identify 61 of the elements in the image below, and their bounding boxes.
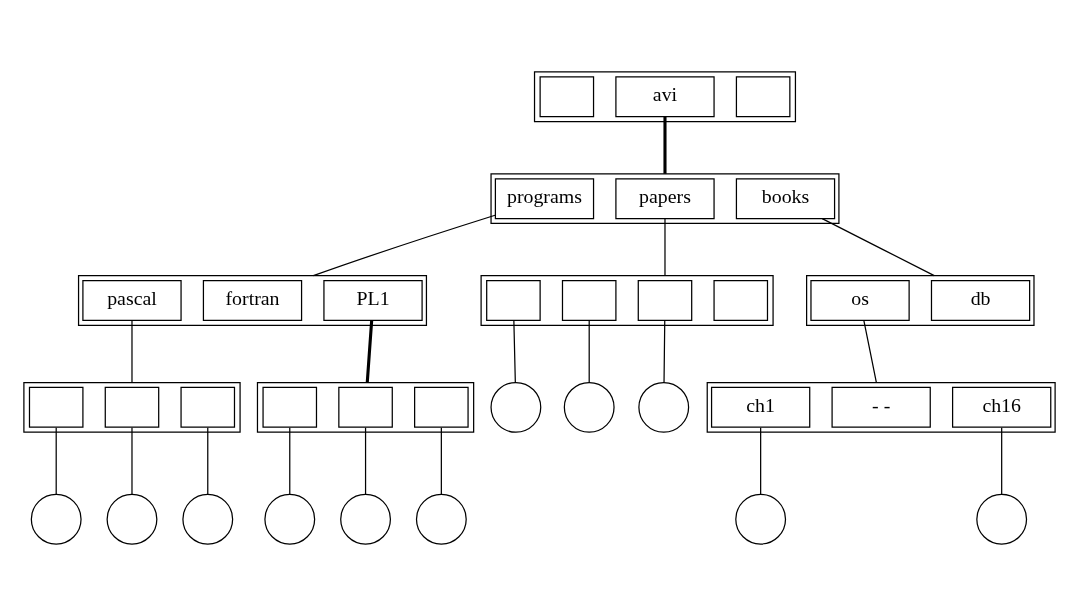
connector [289,427,291,495]
connector [863,319,877,384]
connector [312,214,496,277]
node-circle [638,381,690,433]
node-circle [735,493,787,545]
cluster [256,381,475,433]
connector [365,320,374,383]
connector [663,319,666,384]
node-box [180,386,236,428]
node-box: ch16 [952,386,1052,428]
node-box [539,76,595,118]
node-box: os [810,280,910,321]
node-circle [30,493,82,545]
connector [131,319,133,384]
node-circle [976,493,1028,545]
node-circle [106,493,158,545]
node-box [414,386,469,428]
connector [440,427,442,495]
node-box: - - [831,386,931,428]
node-box: PL1 [323,280,423,321]
node-circle [264,493,316,545]
cluster [480,275,774,326]
cluster [706,381,1056,433]
cluster [23,381,241,433]
node-circle [490,381,542,433]
node-box [713,280,769,321]
node-box [28,386,84,428]
connector [513,319,516,384]
connector [588,319,590,384]
connector [1001,427,1003,495]
node-box: avi [615,76,715,118]
node-box [338,386,393,428]
connector [760,427,762,495]
node-box: ch1 [710,386,811,428]
connector [663,116,667,174]
node-box: pascal [82,280,182,321]
node-box [735,76,791,118]
cluster [490,173,840,225]
cluster [77,275,428,326]
node-circle [340,493,392,545]
connector [821,217,935,277]
connector [364,427,367,495]
node-circle [182,493,234,545]
node-box: books [735,178,836,220]
node-box: programs [494,178,595,220]
connector [664,217,666,277]
node-box [104,386,160,428]
node-box [262,386,318,428]
node-circle [415,493,467,545]
node-box [561,280,617,321]
connector [55,427,57,495]
node-box: papers [615,178,715,220]
cluster [806,275,1035,326]
cluster [533,71,797,123]
node-circle [563,381,615,433]
connector [207,427,209,495]
connector [131,427,133,495]
node-box [637,280,693,321]
node-box: db [930,280,1031,321]
node-box [486,280,541,321]
node-box: fortran [202,280,303,321]
